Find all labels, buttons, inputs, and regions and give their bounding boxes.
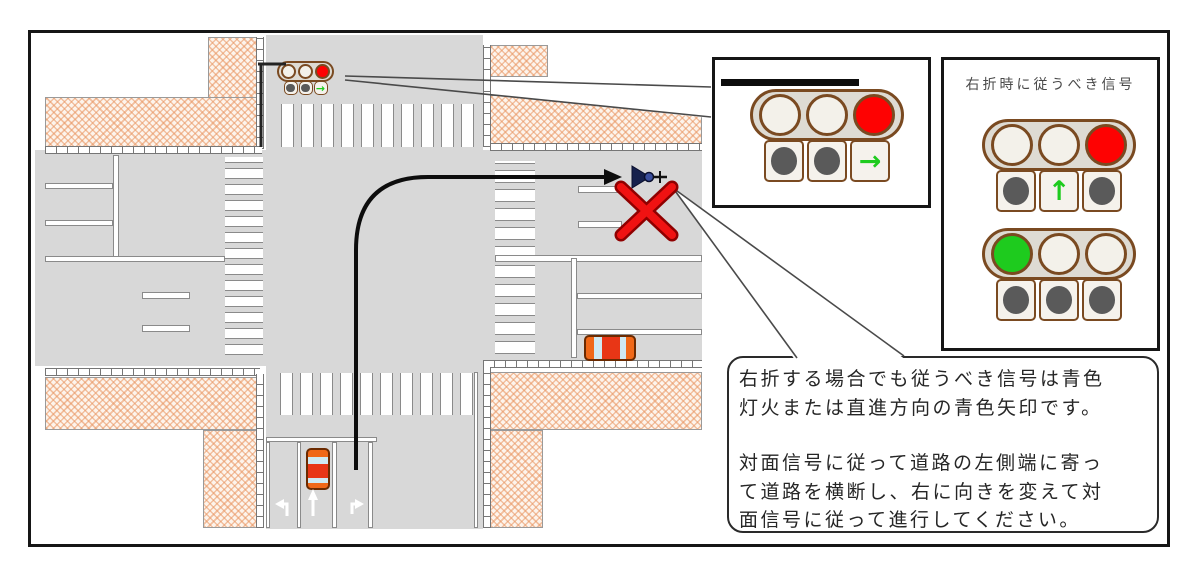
signal-lamps — [277, 61, 334, 82]
lamp-off — [1085, 233, 1127, 275]
lamp-off — [759, 94, 801, 136]
car-westbound — [584, 335, 636, 361]
crosswalk-south — [280, 373, 475, 415]
center-line-east — [495, 255, 702, 262]
lamp-off — [1038, 124, 1080, 166]
curb-nw-bottom — [45, 146, 262, 154]
lane-line — [368, 442, 373, 528]
lane-line — [45, 183, 113, 189]
arrow-lamp-off — [764, 140, 804, 182]
sidewalk-nw-upper — [208, 37, 262, 98]
car-northbound — [306, 448, 330, 490]
curb-se-top — [483, 360, 702, 368]
arrow-lamp-off — [283, 81, 298, 95]
crosswalk-north — [281, 104, 479, 147]
arrow-lamp-off — [1082, 279, 1122, 321]
stop-line-south — [266, 437, 377, 442]
curb-sw-top — [45, 368, 260, 376]
signal-arrow-lamps: → — [283, 81, 328, 95]
signal-lamps — [750, 89, 904, 141]
lamp-off — [298, 64, 313, 79]
lamp-red — [1085, 124, 1127, 166]
sidewalk-sw-lower — [203, 430, 262, 528]
lane-line — [297, 442, 301, 528]
sidewalk-se-upper — [490, 372, 702, 430]
green-right-arrow-icon: → — [313, 81, 328, 95]
lamp-green — [991, 233, 1033, 275]
arrow-lamp-off — [996, 279, 1036, 321]
lane-line — [578, 186, 622, 193]
green-up-arrow-icon: ↑ — [1039, 170, 1079, 212]
curb-nw-right — [256, 37, 264, 149]
lane-line — [113, 155, 119, 258]
lane-line — [45, 220, 113, 226]
signal-lamps — [982, 119, 1136, 171]
magnified-signal-box: → — [712, 57, 931, 208]
lane-line — [266, 442, 270, 528]
edge-line-south — [474, 372, 478, 528]
lane-line — [577, 293, 702, 299]
lamp-off — [281, 64, 296, 79]
lane-line — [578, 221, 622, 228]
lane-dash — [142, 292, 190, 299]
center-line-west — [45, 256, 225, 262]
lamp-red — [853, 94, 895, 136]
traffic-signal-green — [982, 228, 1136, 321]
note-box: 右折する場合でも従うべき信号は青色 灯火または直進方向の青色矢印です。 対面信号… — [727, 356, 1159, 533]
note-paragraph-2: 対面信号に従って道路の左側端に寄っ て道路を横断し、右に向きを変えて対 面信号に… — [739, 452, 1104, 531]
curb-se-left — [483, 367, 491, 528]
sidewalk-nw-lower — [45, 97, 262, 149]
sidewalk-sw-upper — [45, 377, 260, 430]
lamp-off — [1038, 233, 1080, 275]
traffic-signal-map: → — [277, 61, 334, 95]
signal-arrow-lamps: → — [764, 140, 890, 182]
curb-ne-bottom — [490, 143, 702, 151]
signal-lamps — [982, 228, 1136, 280]
arrow-lamp-off — [1039, 279, 1079, 321]
lamp-red — [315, 64, 330, 79]
signal-mount-bar — [721, 79, 859, 86]
lane-line — [332, 442, 337, 528]
sidewalk-ne-upper — [490, 45, 548, 77]
traffic-signal-magnified: → — [750, 89, 904, 182]
lamp-off — [806, 94, 848, 136]
curb-sw-right — [256, 374, 264, 528]
signal-arrow-lamps — [996, 279, 1122, 321]
traffic-signal-red-with-up-arrow: ↑ — [982, 119, 1136, 212]
green-right-arrow-icon: → — [850, 140, 890, 182]
arrow-lamp-off — [996, 170, 1036, 212]
signal-arrow-lamps: ↑ — [996, 170, 1122, 212]
lane-dash — [142, 325, 190, 332]
legend-box: 右折時に従うべき信号 ↑ — [941, 57, 1160, 351]
stop-line-east — [571, 258, 577, 358]
arrow-lamp-off — [298, 81, 313, 95]
legend-title: 右折時に従うべき信号 — [965, 77, 1136, 93]
sidewalk-se-lower — [490, 430, 543, 528]
lamp-off — [991, 124, 1033, 166]
arrow-lamp-off — [807, 140, 847, 182]
curb-ne-left — [483, 45, 491, 147]
crosswalk-west — [225, 157, 263, 355]
note-paragraph-1: 右折する場合でも従うべき信号は青色 灯火または直進方向の青色矢印です。 — [739, 368, 1105, 419]
arrow-lamp-off — [1082, 170, 1122, 212]
